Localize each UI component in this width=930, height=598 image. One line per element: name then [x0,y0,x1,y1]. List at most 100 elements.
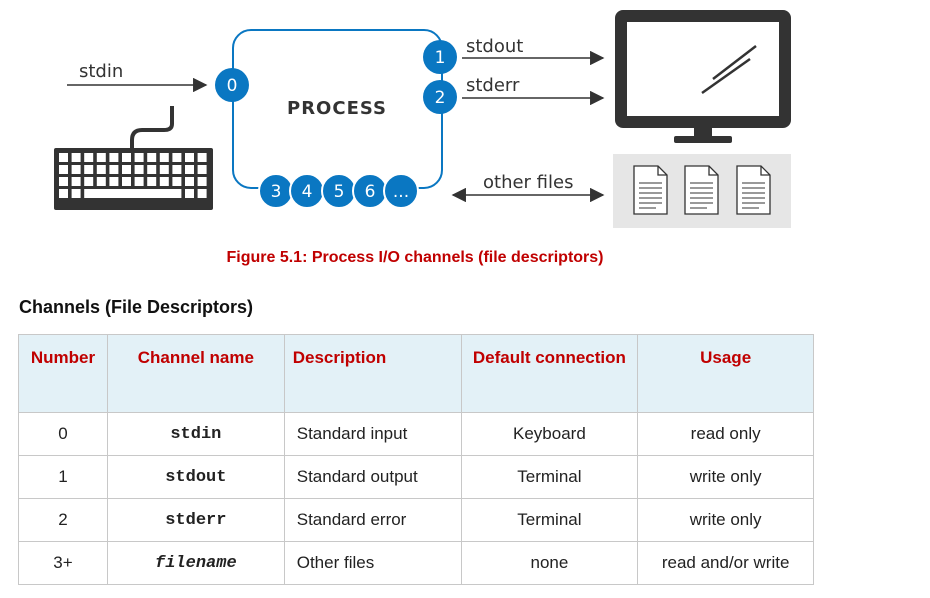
keyboard-key [109,153,119,162]
svg-text:...: ... [393,182,409,202]
table-row: 3+ filename Other files none read and/or… [18,541,814,585]
header-description: Description [283,334,462,413]
table-row: 1 stdout Standard output Terminal write … [18,455,814,499]
keyboard-key [109,177,119,186]
svg-text:0: 0 [227,76,238,96]
fd-2-badge: 2 [423,80,457,114]
keyboard-key [122,165,131,174]
keyboard-key [71,177,81,186]
keyboard-key [84,177,94,186]
fd-more-badge: ... [383,173,419,209]
cell-channel-name: filename [106,541,285,585]
keyboard-key [122,177,131,186]
table-row: 0 stdin Standard input Keyboard read onl… [18,412,814,456]
cell-usage: write only [637,498,814,542]
keyboard-key [84,165,94,174]
fd-3-badge: 3 [258,173,294,209]
keyboard-key [96,153,106,162]
keyboard-key [197,165,207,174]
keyboard-key [59,165,68,174]
keyboard-key [197,189,207,198]
keyboard-key [197,177,207,186]
cell-default-connection: none [460,541,639,585]
fd-4-badge: 4 [289,173,325,209]
cell-number: 2 [18,498,108,542]
process-io-diagram: PROCESS stdin 0 1 2 stdout stderr 3 4 5 … [54,10,791,228]
keyboard-key [172,153,182,162]
keyboard-key [59,177,68,186]
header-channel-name: Channel name [106,334,285,413]
keyboard-key [159,153,169,162]
cell-default-connection: Terminal [460,498,639,542]
svg-text:3: 3 [271,182,282,202]
keyboard-key [159,165,169,174]
keyboard-key [109,165,119,174]
document-icon [633,165,668,215]
keyboard-key [134,153,144,162]
table-row: 2 stderr Standard error Terminal write o… [18,498,814,542]
fd-6-badge: 6 [352,173,388,209]
table-header-row: Number Channel name Description Default … [18,334,814,413]
cell-usage: write only [637,455,814,499]
keyboard-key [147,165,157,174]
keyboard-key [122,153,131,162]
header-default-connection: Default connection [460,334,639,413]
stderr-label: stderr [466,75,520,96]
cell-description: Standard error [283,498,462,542]
keyboard-key [147,177,157,186]
stdout-label: stdout [466,36,523,57]
header-usage: Usage [637,334,814,413]
svg-text:2: 2 [435,88,446,108]
svg-text:1: 1 [435,48,446,68]
keyboard-key [197,153,207,162]
cell-number: 1 [18,455,108,499]
stdin-label: stdin [79,61,123,82]
cell-default-connection: Keyboard [460,412,639,456]
cell-channel-name: stdout [106,455,285,499]
cell-description: Other files [283,541,462,585]
keyboard-key [71,165,81,174]
keyboard-spacebar [84,189,182,198]
keyboard-key [159,177,169,186]
cell-default-connection: Terminal [460,455,639,499]
keyboard-key [96,177,106,186]
fd-5-badge: 5 [321,173,357,209]
cell-number: 3+ [18,541,108,585]
process-label: PROCESS [287,98,387,119]
file-descriptor-table: Number Channel name Description Default … [18,334,814,585]
svg-text:4: 4 [302,182,313,202]
keyboard-key [96,165,106,174]
figure-caption: Figure 5.1: Process I/O channels (file d… [226,249,604,266]
cell-description: Standard output [283,455,462,499]
keyboard-key [172,177,182,186]
keyboard-key [59,153,68,162]
keyboard-key [185,153,194,162]
cell-channel-name: stderr [106,498,285,542]
document-icon [684,165,719,215]
cell-usage: read and/or write [637,541,814,585]
other-files-label: other files [483,172,573,193]
keyboard-key [134,165,144,174]
cell-usage: read only [637,412,814,456]
svg-text:5: 5 [334,182,345,202]
svg-text:6: 6 [365,182,376,202]
keyboard-key [71,189,81,198]
header-number: Number [18,334,108,413]
cell-description: Standard input [283,412,462,456]
keyboard-key [172,165,182,174]
document-icon [736,165,771,215]
keyboard-key [185,177,194,186]
keyboard-key [134,177,144,186]
keyboard-key [59,189,68,198]
fd-1-badge: 1 [423,40,457,74]
fd-0-badge: 0 [215,68,249,102]
monitor-icon [615,10,791,143]
keyboard-key [84,153,94,162]
section-title: Channels (File Descriptors) [19,297,254,317]
cell-channel-name: stdin [106,412,285,456]
keyboard-icon [54,106,213,210]
cell-number: 0 [18,412,108,456]
keyboard-key [185,165,194,174]
keyboard-key [185,189,194,198]
keyboard-key [71,153,81,162]
